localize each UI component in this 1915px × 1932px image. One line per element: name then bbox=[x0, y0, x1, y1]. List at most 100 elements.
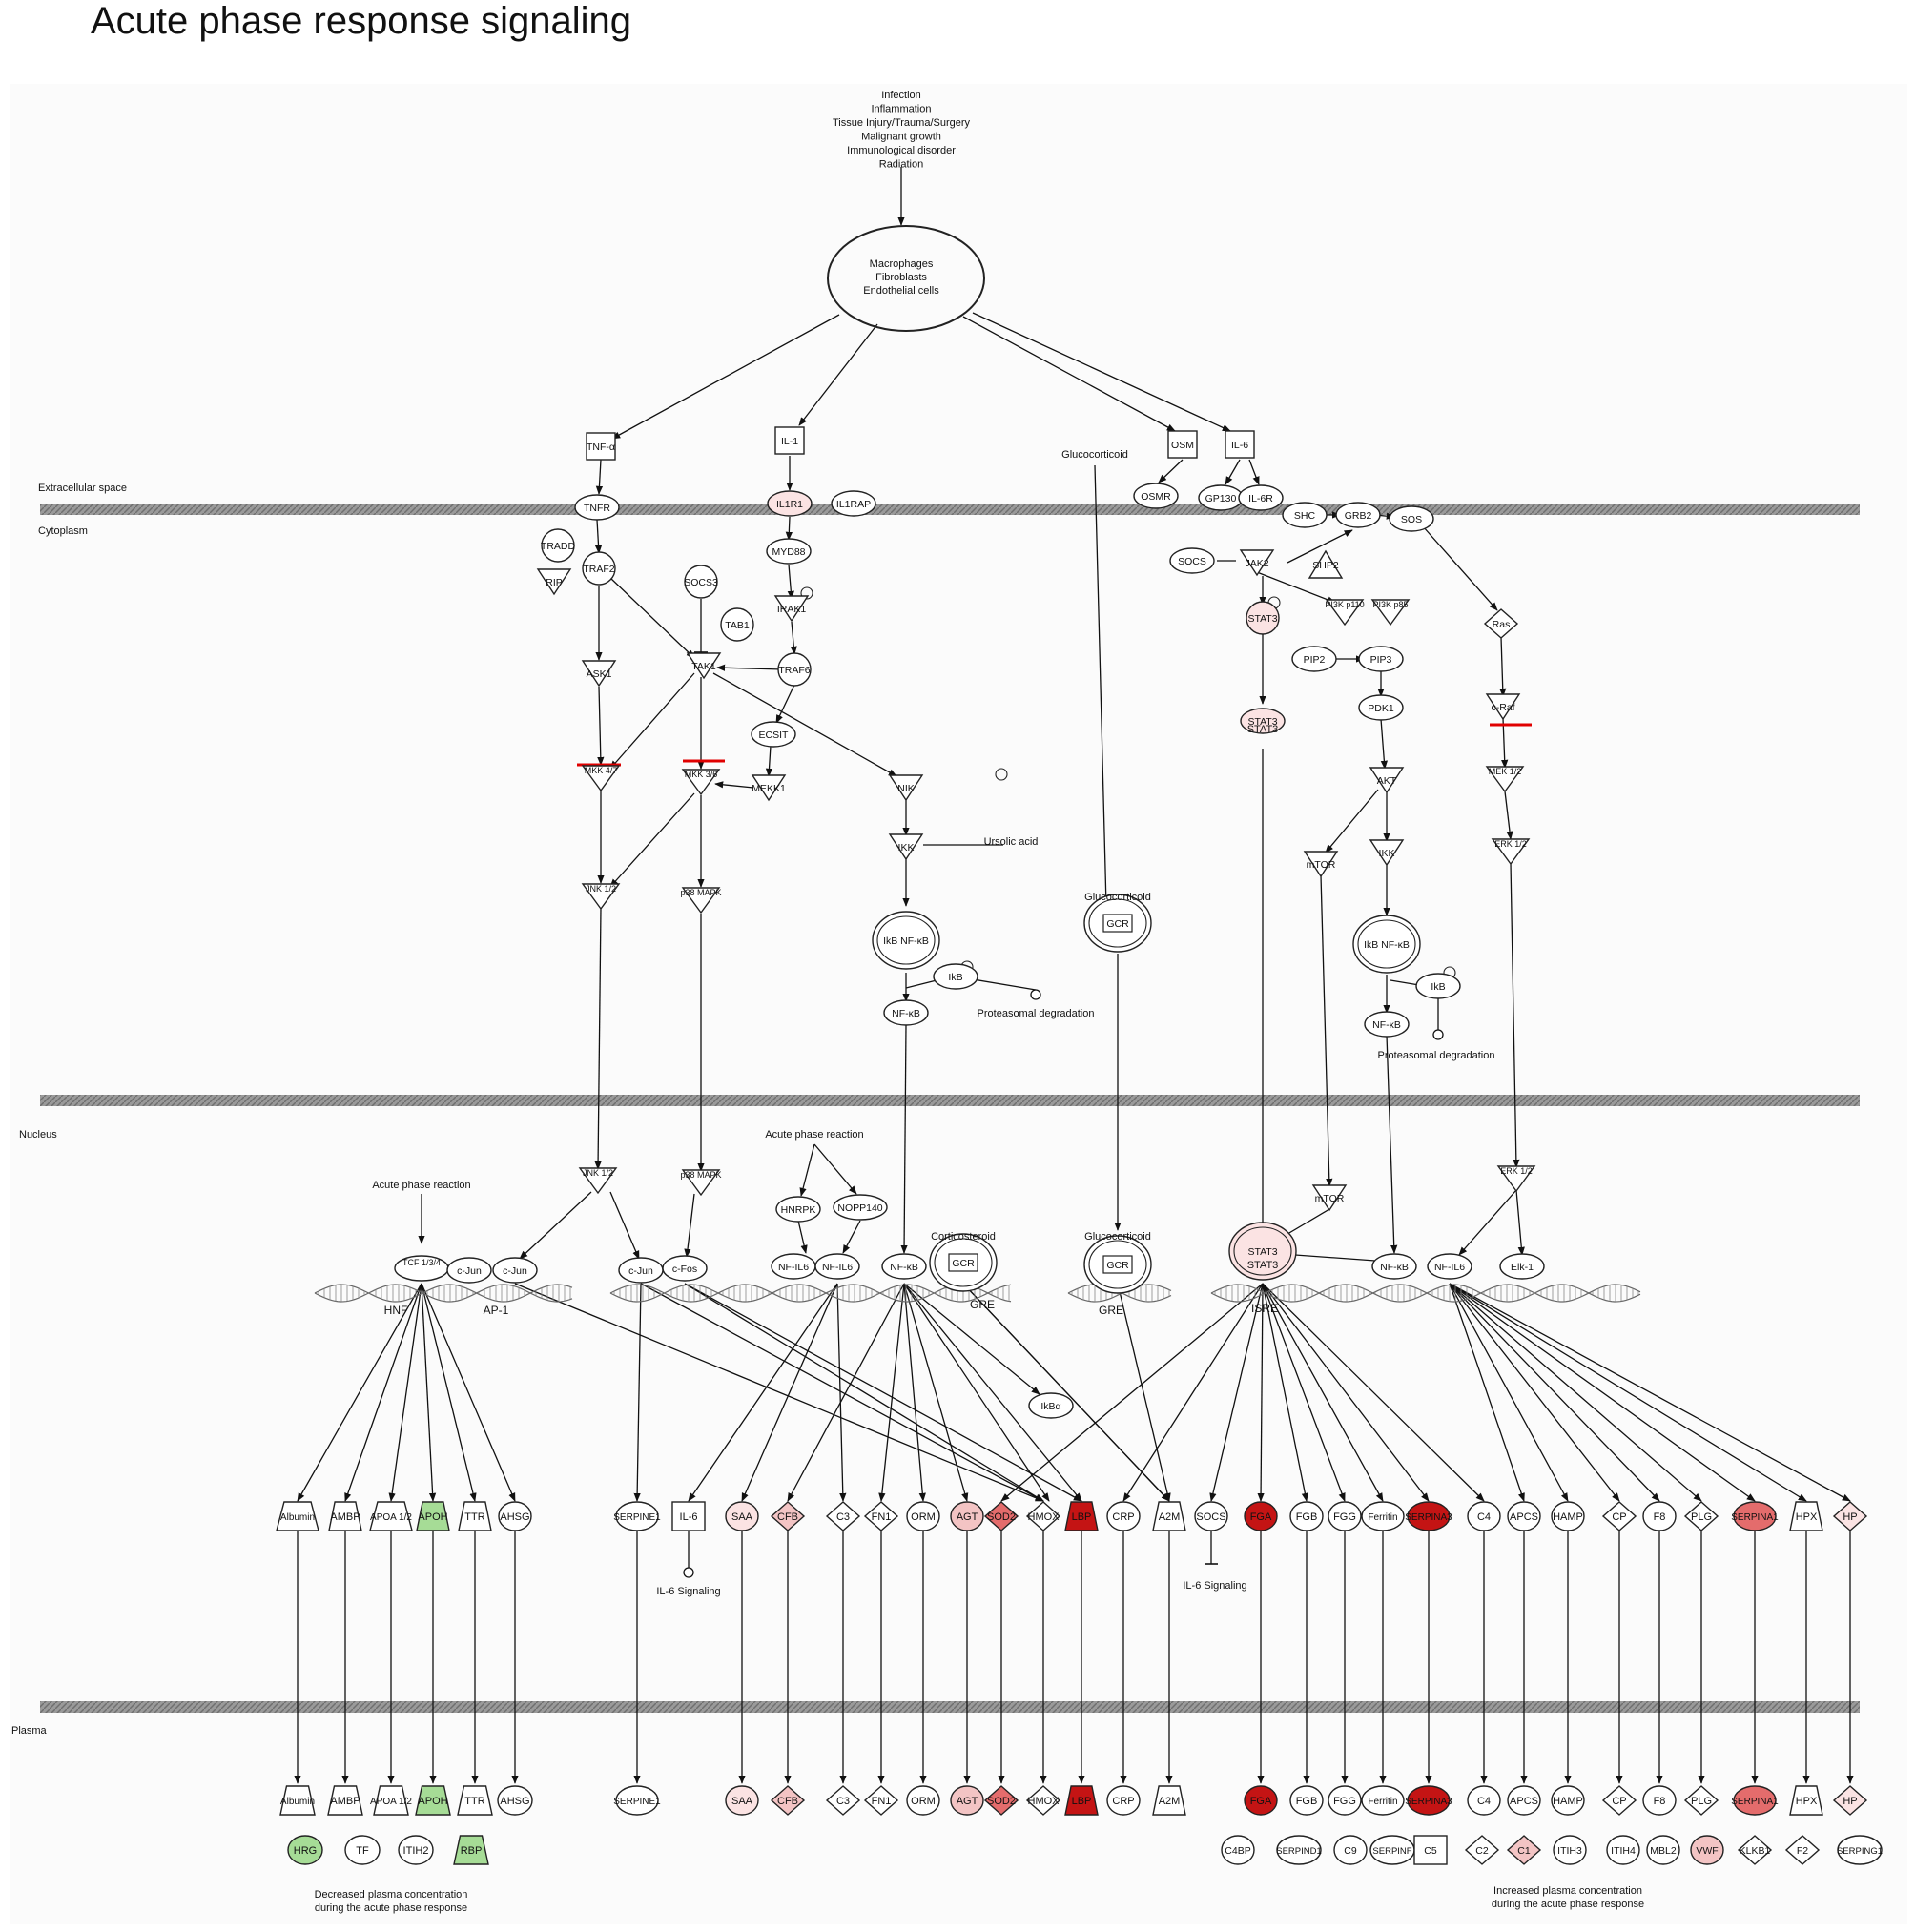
target-apcs bbox=[1507, 1501, 1541, 1531]
edge bbox=[611, 314, 840, 440]
plasma-a2m bbox=[1152, 1785, 1186, 1816]
node-craf-label: c-Raf bbox=[1491, 702, 1514, 713]
edge bbox=[798, 323, 878, 426]
dna-backbone bbox=[314, 1284, 573, 1303]
node-tnfa-label: TNF-α bbox=[587, 442, 615, 453]
node-cjun2 bbox=[492, 1257, 538, 1284]
node-nfkb2 bbox=[1364, 1011, 1410, 1038]
node-socs-c bbox=[1169, 547, 1215, 574]
node-gcr-n2-label: GCR bbox=[1106, 1260, 1129, 1271]
dna-label-gre: GRE bbox=[1099, 1304, 1123, 1317]
edge bbox=[640, 1283, 1044, 1502]
edge bbox=[903, 1283, 926, 1502]
node-tnfr bbox=[574, 494, 620, 521]
target-hmox-label: HMOX bbox=[1028, 1511, 1060, 1523]
target-hpx-label: HPX bbox=[1796, 1511, 1818, 1523]
il6-signaling-label-2: IL-6 Signaling bbox=[1183, 1580, 1246, 1592]
target-cp bbox=[1601, 1501, 1637, 1531]
node-traf2-label: TRAF2 bbox=[583, 564, 614, 575]
plasma-apoa-1-2 bbox=[373, 1785, 409, 1816]
target-fgg bbox=[1328, 1501, 1362, 1531]
node-stat3dim-label: STAT3 bbox=[1247, 716, 1277, 728]
edge bbox=[1380, 718, 1389, 770]
cell-fibroblasts: Fibroblasts bbox=[875, 272, 927, 283]
node-stat3n-label: STAT3 bbox=[1247, 1246, 1277, 1258]
plasma-apcs bbox=[1507, 1785, 1541, 1816]
node-stat3a-label: STAT3 bbox=[1247, 613, 1277, 625]
node-nfil6a-label: NF-IL6 bbox=[778, 1262, 809, 1273]
plasma-row2-c5-label: C5 bbox=[1424, 1845, 1437, 1857]
target-f8-label: F8 bbox=[1654, 1511, 1666, 1523]
target-ferritin-label: Ferritin bbox=[1368, 1512, 1397, 1523]
plasma-cp-label: CP bbox=[1612, 1796, 1626, 1807]
edge bbox=[514, 1283, 1044, 1502]
target-fgb bbox=[1289, 1501, 1324, 1531]
plasma-row2-c5 bbox=[1413, 1835, 1448, 1865]
target-albumin bbox=[276, 1501, 319, 1531]
node-mkk36 bbox=[681, 769, 721, 796]
plasma-fn1 bbox=[863, 1785, 899, 1816]
edge bbox=[1320, 874, 1333, 1187]
node-nfkbn1-label: NF-κB bbox=[890, 1262, 918, 1273]
edge bbox=[1422, 525, 1498, 611]
node-cfos bbox=[662, 1255, 708, 1282]
plasma-apoh-label: APOH bbox=[418, 1796, 447, 1807]
node-craf bbox=[1485, 693, 1521, 721]
node-tradd-label: TRADD bbox=[541, 541, 576, 552]
edge bbox=[609, 1191, 640, 1260]
plasma-sod2 bbox=[983, 1785, 1019, 1816]
pathway-diagram: Extracellular spaceCytoplasmNucleusPlasm… bbox=[11, 90, 1883, 1914]
node-mekk1-label: MEKK1 bbox=[752, 783, 786, 794]
edge bbox=[1248, 459, 1260, 485]
plasma-sod2-label: SOD2 bbox=[987, 1796, 1016, 1807]
note-increased-1: during the acute phase response bbox=[1492, 1899, 1644, 1910]
node-hnrpk-label: HNRPK bbox=[781, 1204, 816, 1216]
edge bbox=[903, 1283, 1040, 1395]
dna-backbone bbox=[1067, 1284, 1172, 1303]
edge bbox=[1510, 862, 1520, 1168]
plasma-hrg bbox=[287, 1835, 323, 1865]
node-tab1 bbox=[720, 607, 754, 642]
node-akt bbox=[1369, 767, 1405, 794]
node-ask1-label: ASK1 bbox=[587, 668, 612, 680]
node-mtor-c-label: mTOR bbox=[1307, 859, 1336, 871]
edge bbox=[712, 672, 897, 777]
node-hnrpk bbox=[775, 1196, 821, 1223]
compartment-cytoplasm: Cytoplasm bbox=[38, 525, 88, 537]
edge bbox=[594, 519, 603, 554]
plasma-hmox bbox=[1025, 1785, 1061, 1816]
node-stat3n bbox=[1228, 1222, 1297, 1281]
plasma-orm-label: ORM bbox=[911, 1796, 936, 1807]
plasma-row2-serping1 bbox=[1837, 1835, 1883, 1865]
edge bbox=[1501, 717, 1509, 769]
node-tak1-label: TAK1 bbox=[691, 661, 716, 672]
edge bbox=[799, 1143, 815, 1197]
node-myd88 bbox=[766, 538, 812, 565]
node-ikb2-label: IkB bbox=[1431, 981, 1445, 993]
node-gp130-label: GP130 bbox=[1205, 493, 1237, 504]
node-il6r-label: IL-6R bbox=[1248, 493, 1273, 504]
target-hp-label: HP bbox=[1843, 1511, 1857, 1523]
target-fgg-label: FGG bbox=[1333, 1511, 1356, 1523]
plasma-fn1-label: FN1 bbox=[872, 1796, 892, 1807]
edge bbox=[1294, 1254, 1376, 1262]
plasma-cfb bbox=[770, 1785, 806, 1816]
node-ikk1 bbox=[888, 833, 924, 861]
dna-strand bbox=[609, 1284, 1012, 1303]
plasma-row2-vwf bbox=[1690, 1835, 1724, 1865]
node-apr2: Acute phase reaction bbox=[765, 1129, 863, 1141]
node-sos bbox=[1389, 505, 1434, 532]
degradation-marker bbox=[1432, 1029, 1444, 1040]
edge bbox=[1256, 571, 1336, 604]
node-rip bbox=[536, 568, 572, 596]
target-orm-label: ORM bbox=[911, 1511, 936, 1523]
target-fga bbox=[1244, 1501, 1278, 1531]
plasma-row2-klkb1-label: KLKB1 bbox=[1740, 1845, 1771, 1857]
plasma-plg bbox=[1683, 1785, 1719, 1816]
node-mkk47-label: MKK 4/7 bbox=[585, 766, 618, 775]
node-ikb-nfkb2-inner bbox=[1357, 919, 1416, 969]
plasma-agt-label: AGT bbox=[957, 1796, 978, 1807]
node-proteasomal1: Proteasomal degradation bbox=[978, 1008, 1095, 1019]
node-erk12-n-label: ERK 1/2 bbox=[1500, 1166, 1533, 1176]
